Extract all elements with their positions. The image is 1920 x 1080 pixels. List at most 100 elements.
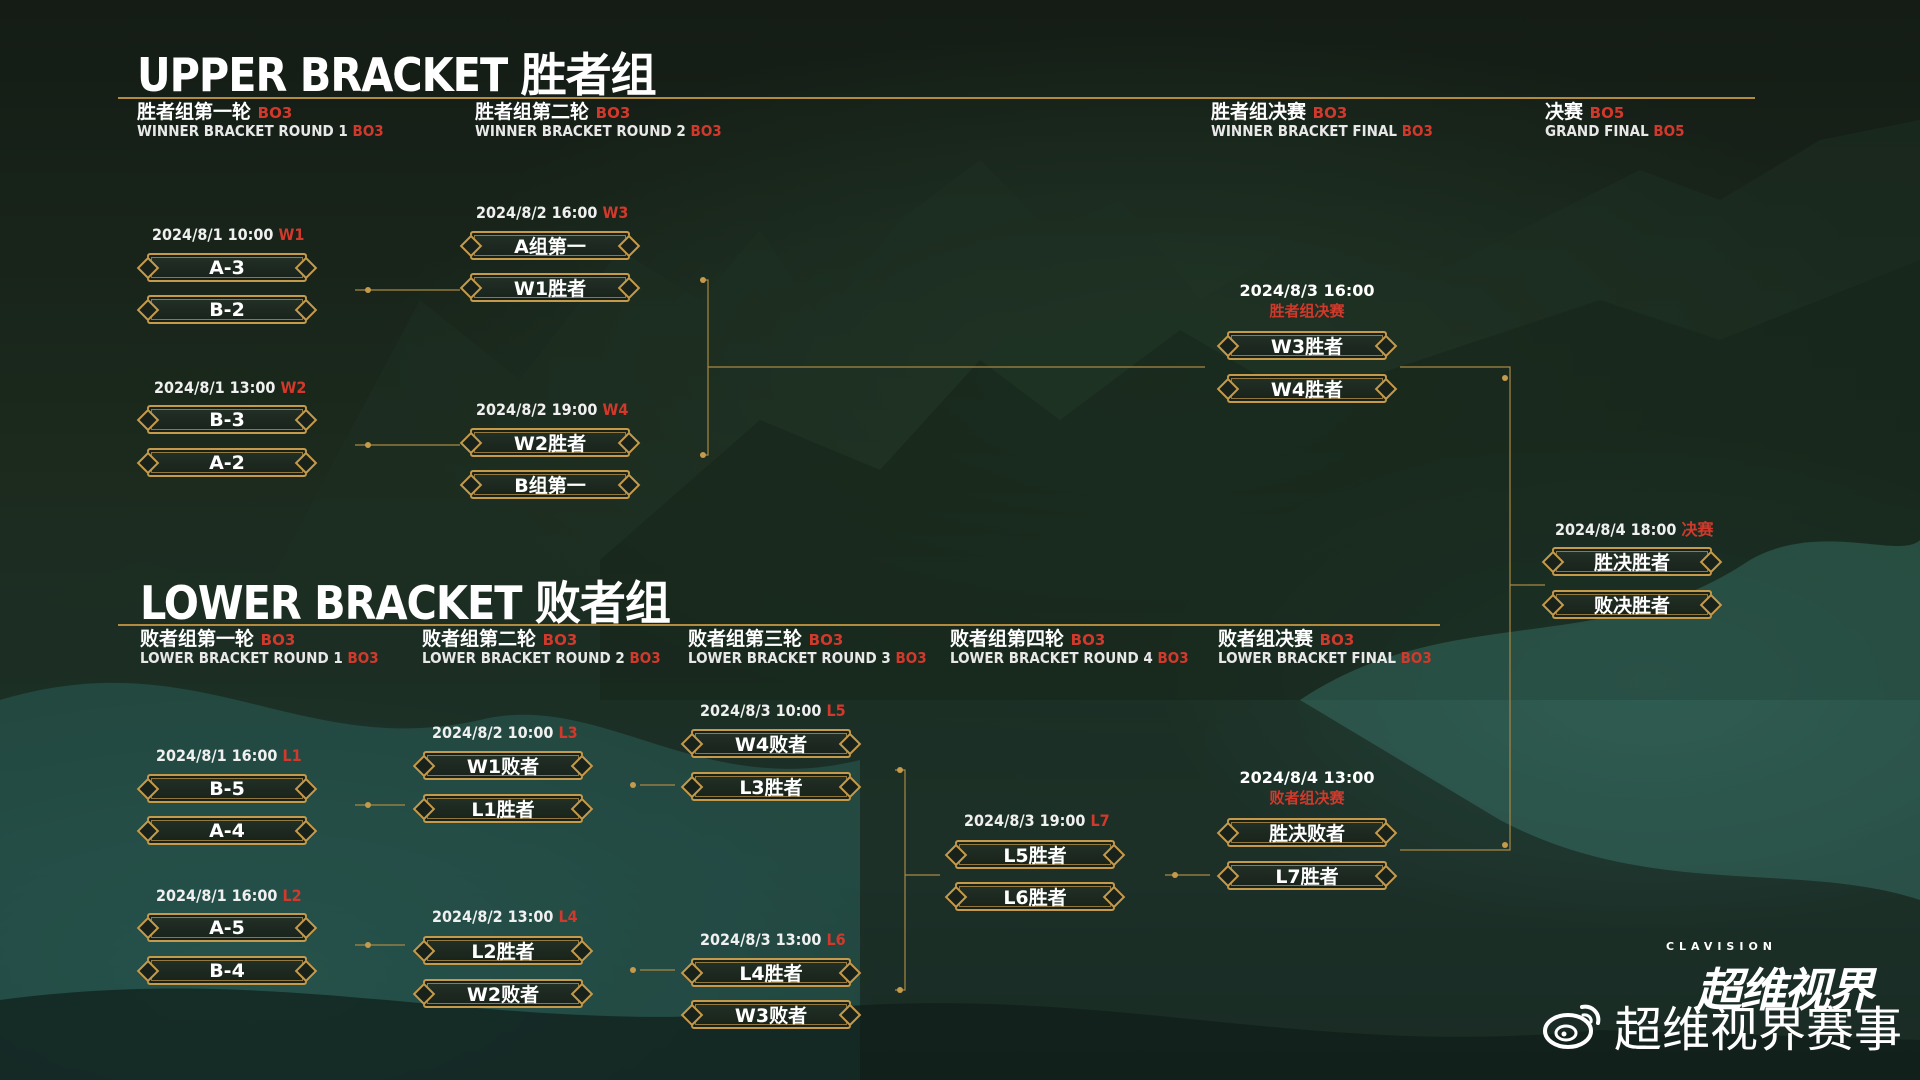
team-slot[interactable]: B-3 [147, 405, 307, 434]
lower-bracket-divider [118, 624, 1440, 626]
match-w4-time: 2024/8/2 19:00 W4 [476, 400, 628, 419]
round-format: BO3 [1312, 104, 1348, 122]
upper-round-2-header: 胜者组第二轮 BO3 WINNER BRACKET ROUND 2 BO3 [475, 103, 722, 139]
match-code: 胜者组决赛 [1269, 302, 1345, 320]
match-date: 2024/8/3 13:00 [700, 930, 822, 949]
logo-text-cn: 超维视界 [1696, 963, 1874, 1017]
team-slot[interactable]: 胜决败者 [1227, 818, 1387, 847]
round-title-en: WINNER BRACKET ROUND 2 [475, 122, 686, 140]
match-wb-final-time: 2024/8/3 16:00 胜者组决赛 [1207, 281, 1407, 321]
round-format: BO3 [895, 649, 927, 667]
match-w3-time: 2024/8/2 16:00 W3 [476, 203, 628, 222]
team-slot[interactable]: B组第一 [470, 470, 630, 499]
match-date: 2024/8/3 16:00 [1239, 281, 1375, 300]
match-date: 2024/8/2 13:00 [432, 907, 554, 926]
match-l7-time: 2024/8/3 19:00 L7 [964, 811, 1110, 830]
round-format: BO3 [1319, 631, 1355, 649]
round-format: BO3 [690, 122, 722, 140]
round-title-cn: 败者组第一轮 [140, 628, 255, 650]
round-format: BO5 [1589, 104, 1625, 122]
weibo-watermark: 超维视界赛事 [1542, 990, 1902, 1060]
team-slot[interactable]: 败决胜者 [1552, 590, 1712, 619]
team-slot[interactable]: W4胜者 [1227, 374, 1387, 403]
round-format: BO3 [257, 104, 293, 122]
round-title-en: LOWER BRACKET ROUND 2 [422, 649, 625, 667]
round-format: BO3 [1157, 649, 1189, 667]
team-slot[interactable]: L5胜者 [955, 840, 1115, 869]
match-l5-time: 2024/8/3 10:00 L5 [700, 701, 846, 720]
team-slot[interactable]: W2胜者 [470, 428, 630, 457]
team-slot[interactable]: B-5 [147, 774, 307, 803]
match-date: 2024/8/1 16:00 [156, 746, 278, 765]
team-slot[interactable]: L7胜者 [1227, 861, 1387, 890]
team-slot[interactable]: L1胜者 [423, 794, 583, 823]
team-slot[interactable]: A-2 [147, 448, 307, 477]
match-code: L6 [826, 930, 846, 949]
upper-bracket-title: UPPER BRACKET 胜者组 [137, 48, 657, 102]
team-slot[interactable]: W1败者 [423, 751, 583, 780]
team-slot[interactable]: A组第一 [470, 231, 630, 260]
round-title-cn: 胜者组第一轮 [137, 101, 252, 123]
team-slot[interactable]: L6胜者 [955, 882, 1115, 911]
round-format: BO3 [1400, 649, 1432, 667]
round-title-cn: 败者组第四轮 [950, 628, 1065, 650]
match-date: 2024/8/1 13:00 [154, 378, 276, 397]
round-title-en: GRAND FINAL [1545, 122, 1649, 140]
match-code: L4 [558, 907, 578, 926]
round-title-cn: 败者组决赛 [1218, 628, 1314, 650]
logo-text-en: CLAVISION [1665, 940, 1777, 953]
match-date: 2024/8/4 13:00 [1239, 768, 1375, 787]
team-slot[interactable]: B-4 [147, 956, 307, 985]
team-slot[interactable]: B-2 [147, 295, 307, 324]
round-title-en: WINNER BRACKET FINAL [1211, 122, 1397, 140]
team-slot[interactable]: L3胜者 [691, 772, 851, 801]
round-format: BO3 [808, 631, 844, 649]
team-slot[interactable]: L2胜者 [423, 936, 583, 965]
match-code: L5 [826, 701, 846, 720]
team-slot[interactable]: 胜决胜者 [1552, 547, 1712, 576]
match-code: L1 [282, 746, 302, 765]
team-slot[interactable]: W1胜者 [470, 273, 630, 302]
round-title-en: LOWER BRACKET ROUND 3 [688, 649, 891, 667]
round-title-en: LOWER BRACKET ROUND 1 [140, 649, 343, 667]
round-format: BO3 [347, 649, 379, 667]
match-date: 2024/8/2 16:00 [476, 203, 598, 222]
lower-round-3-header: 败者组第三轮 BO3 LOWER BRACKET ROUND 3 BO3 [688, 630, 927, 666]
match-l2-time: 2024/8/1 16:00 L2 [156, 886, 302, 905]
match-code: W1 [278, 225, 305, 244]
match-l3-time: 2024/8/2 10:00 L3 [432, 723, 578, 742]
lower-round-1-header: 败者组第一轮 BO3 LOWER BRACKET ROUND 1 BO3 [140, 630, 379, 666]
team-slot[interactable]: W3败者 [691, 1000, 851, 1029]
round-format: BO3 [595, 104, 631, 122]
match-code: L2 [282, 886, 302, 905]
team-slot[interactable]: L4胜者 [691, 958, 851, 987]
match-w1-time: 2024/8/1 10:00 W1 [152, 225, 304, 244]
match-code: W4 [602, 400, 629, 419]
round-title-en: LOWER BRACKET FINAL [1218, 649, 1396, 667]
match-lb-final-time: 2024/8/4 13:00 败者组决赛 [1207, 768, 1407, 808]
team-slot[interactable]: W3胜者 [1227, 331, 1387, 360]
match-code: 决赛 [1681, 520, 1714, 539]
team-slot[interactable]: W4败者 [691, 729, 851, 758]
round-title-cn: 胜者组决赛 [1211, 101, 1307, 123]
lower-round-4-header: 败者组第四轮 BO3 LOWER BRACKET ROUND 4 BO3 [950, 630, 1189, 666]
round-title-cn: 败者组第二轮 [422, 628, 537, 650]
team-slot[interactable]: A-3 [147, 253, 307, 282]
team-slot[interactable]: A-5 [147, 913, 307, 942]
upper-round-final-header: 胜者组决赛 BO3 WINNER BRACKET FINAL BO3 [1211, 103, 1433, 139]
match-code: W3 [602, 203, 629, 222]
upper-round-1-header: 胜者组第一轮 BO3 WINNER BRACKET ROUND 1 BO3 [137, 103, 384, 139]
round-format: BO3 [1401, 122, 1433, 140]
round-format: BO3 [260, 631, 296, 649]
match-date: 2024/8/3 19:00 [964, 811, 1086, 830]
match-code: 败者组决赛 [1269, 789, 1345, 807]
match-code: L7 [1090, 811, 1110, 830]
match-date: 2024/8/2 10:00 [432, 723, 554, 742]
match-l6-time: 2024/8/3 13:00 L6 [700, 930, 846, 949]
upper-bracket-divider [118, 97, 1755, 99]
match-date: 2024/8/1 10:00 [152, 225, 274, 244]
round-title-cn: 败者组第三轮 [688, 628, 803, 650]
team-slot[interactable]: W2败者 [423, 979, 583, 1008]
team-slot[interactable]: A-4 [147, 816, 307, 845]
clavision-logo: CLAVISION 超维视界 [1665, 940, 1874, 1017]
